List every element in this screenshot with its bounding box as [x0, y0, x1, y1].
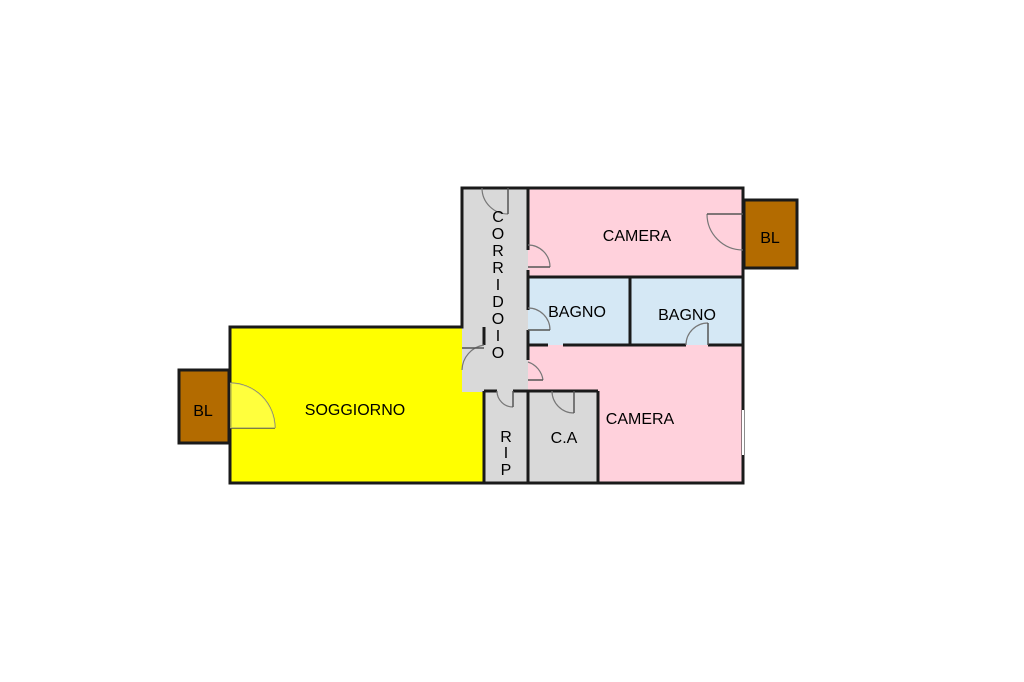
label-camera-top: CAMERA [603, 228, 672, 245]
room-soggiorno [230, 327, 484, 483]
room-bagno-right [630, 277, 743, 345]
label-cabina-armadio: C.A [551, 430, 578, 447]
door-arc-cabina [551, 390, 575, 414]
corridoio-letter: I [496, 328, 500, 345]
label-camera-bottom: CAMERA [606, 411, 675, 428]
ripostiglio-letter: P [501, 462, 512, 479]
corridoio-letter: I [496, 277, 500, 294]
room-ripostiglio [484, 391, 528, 483]
room-camera-top [528, 188, 743, 277]
door-swing-balcony-left [230, 383, 275, 428]
door-arc-entrance [481, 187, 509, 215]
door-arc-bagno-right [685, 322, 709, 346]
room-camera-bottom [528, 345, 743, 483]
label-soggiorno: SOGGIORNO [305, 402, 405, 419]
label-corridoio: C O R R I D O I O [492, 209, 504, 362]
label-balcone-left: BL [193, 403, 213, 420]
label-bagno-left: BAGNO [548, 304, 606, 321]
door-arc-balcony-right [706, 213, 744, 251]
balcony-right [742, 198, 799, 270]
corridoio-letter: O [492, 345, 504, 362]
room-cabina-armadio [528, 391, 598, 483]
door-arc-bagno-left [527, 307, 551, 331]
door-arc-camera-top [527, 244, 551, 268]
corridoio-letter: D [492, 294, 504, 311]
door-arc-soggiorno [461, 344, 485, 371]
ripostiglio-letter: R [500, 429, 512, 446]
ripostiglio-letter: I [504, 445, 508, 462]
label-balcone-right: BL [760, 230, 780, 247]
balcony-left [177, 368, 231, 445]
door-arc-ripostiglio [496, 390, 514, 408]
room-corridoio [462, 188, 528, 392]
corridoio-letter: C [492, 209, 504, 226]
room-bagno-left [528, 277, 630, 345]
corridoio-letter: O [492, 226, 504, 243]
corridoio-letter: R [492, 243, 504, 260]
label-ripostiglio: R I P [500, 429, 512, 479]
label-bagno-right: BAGNO [658, 307, 716, 324]
outer-wall [228, 186, 745, 485]
corridoio-letter: R [492, 260, 504, 277]
door-arc-camera-bottom [527, 361, 544, 381]
corridoio-letter: O [492, 311, 504, 328]
